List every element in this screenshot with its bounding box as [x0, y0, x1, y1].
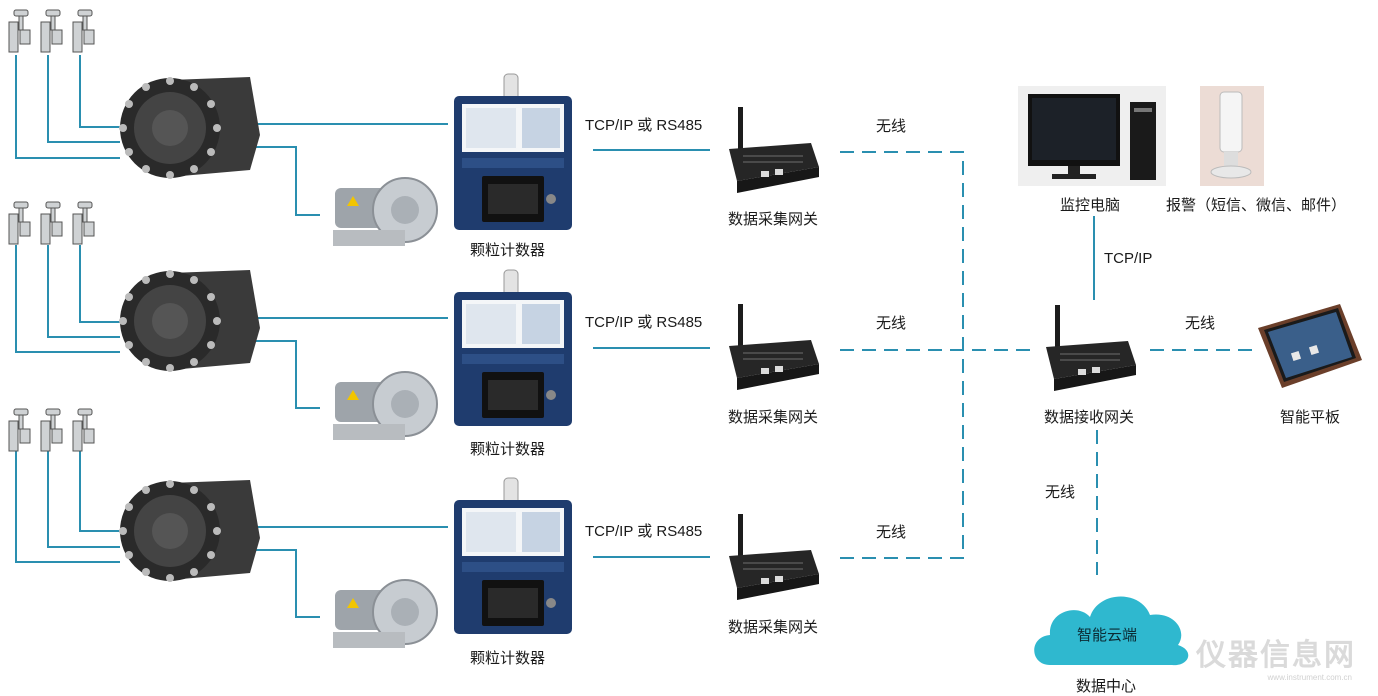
protocol-label: TCP/IP 或 RS485 — [585, 117, 703, 134]
watermark: 仪器信息网 — [1196, 638, 1356, 673]
monitor-pc-label: 监控电脑 — [1060, 196, 1121, 214]
cloud-icon — [1034, 596, 1189, 666]
particle-counter-icon — [454, 73, 572, 230]
wireless-gateway-icon — [1046, 305, 1136, 391]
vacuum-blower-icon — [333, 177, 438, 246]
probe-tube — [79, 450, 120, 532]
probe-tube — [79, 245, 120, 323]
probe-tube — [15, 450, 120, 563]
wireless-label: 无线 — [876, 314, 907, 332]
probe-tube — [47, 55, 120, 143]
watermark-url: www.instrument.com.cn — [1267, 673, 1352, 682]
wireless-label: 无线 — [876, 523, 907, 541]
cloud-label: 智能云端 — [1077, 626, 1138, 644]
wireless-gateway-icon — [729, 107, 819, 193]
counter-label: 颗粒计数器 — [470, 440, 546, 458]
wireless-label: 无线 — [1045, 483, 1076, 501]
counter-label: 颗粒计数器 — [470, 241, 546, 259]
wireless-gateway-icon — [729, 304, 819, 390]
wireless-link — [840, 151, 964, 559]
wireless-gateway-icon — [729, 514, 819, 600]
desktop-computer-icon — [1018, 86, 1166, 186]
manifold-blower-line — [244, 549, 320, 618]
pc-link-label: TCP/IP — [1104, 250, 1153, 267]
data-center-label: 数据中心 — [1076, 677, 1137, 695]
counter-label: 颗粒计数器 — [470, 649, 546, 667]
particle-counter-icon — [454, 477, 572, 634]
sequential-manifold-icon — [119, 270, 260, 372]
gateway-label: 数据采集网关 — [728, 210, 819, 228]
alarm-beacon-icon — [1200, 86, 1264, 186]
vacuum-blower-icon — [333, 371, 438, 440]
gateway-label: 数据采集网关 — [728, 618, 819, 636]
tablet-label: 智能平板 — [1280, 408, 1341, 426]
sequential-manifold-icon — [119, 77, 260, 179]
manifold-blower-line — [244, 146, 320, 216]
probe-tube — [15, 245, 120, 353]
sampling-probe-icon — [8, 408, 95, 452]
sampling-probe-icon — [8, 201, 95, 245]
wireless-label: 无线 — [876, 117, 907, 135]
probe-tube — [79, 55, 120, 128]
sequential-manifold-icon — [119, 480, 260, 582]
tablet-icon — [1258, 304, 1362, 388]
receiving-gateway-label: 数据接收网关 — [1044, 408, 1135, 426]
probe-tube — [15, 55, 120, 159]
manifold-blower-line — [244, 340, 320, 409]
sampling-probe-icon — [8, 9, 95, 53]
probe-tube — [47, 450, 120, 548]
alarm-label: 报警（短信、微信、邮件） — [1166, 196, 1347, 214]
protocol-label: TCP/IP 或 RS485 — [585, 523, 703, 540]
gateway-label: 数据采集网关 — [728, 408, 819, 426]
particle-counter-icon — [454, 269, 572, 426]
probe-tube — [47, 245, 120, 338]
vacuum-blower-icon — [333, 579, 438, 648]
wireless-label: 无线 — [1185, 314, 1216, 332]
protocol-label: TCP/IP 或 RS485 — [585, 314, 703, 331]
